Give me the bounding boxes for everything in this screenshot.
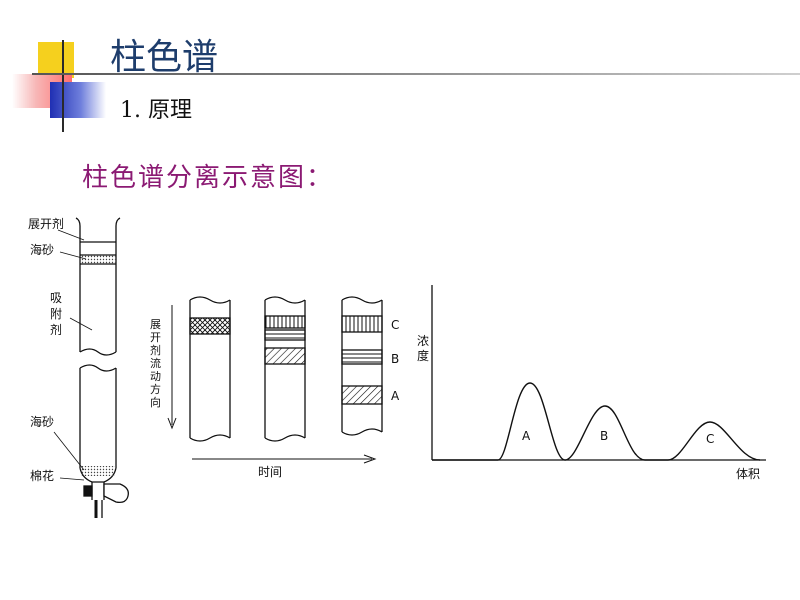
- slide-subtitle: 1. 原理: [120, 98, 192, 123]
- band-mixed: [189, 317, 231, 335]
- decor-yellow-square: [38, 42, 74, 78]
- column-apparatus: [53, 217, 129, 518]
- band-label-b: B: [391, 352, 399, 366]
- slide-title: 柱色谱: [110, 37, 219, 78]
- decor-blue-square: [50, 82, 106, 118]
- band-c: [341, 315, 383, 333]
- section-heading: 柱色谱分离示意图：: [82, 163, 335, 193]
- column-t2: [264, 296, 306, 442]
- label-cotton: 棉花: [30, 468, 54, 483]
- stopcock-handle: [103, 483, 129, 504]
- label-sand-bottom: 海砂: [30, 414, 54, 429]
- label-adsorbent-3: 剂: [50, 322, 62, 337]
- ylabel-char-2: 度: [417, 348, 429, 363]
- band-b: [341, 349, 383, 365]
- label-adsorbent-2: 附: [50, 307, 62, 321]
- flow-char-2: 开: [150, 331, 161, 344]
- label-solvent: 展开剂: [28, 216, 64, 231]
- band-label-c: C: [391, 318, 399, 332]
- ylabel-char-1: 浓: [417, 334, 429, 348]
- decor-vertical-line: [62, 40, 64, 132]
- label-adsorbent-1: 吸: [50, 291, 62, 305]
- column-upper-right-wall: [115, 217, 121, 352]
- band-a: [341, 385, 383, 405]
- flow-char-5: 动: [150, 370, 161, 383]
- peak-label-a: A: [522, 429, 531, 443]
- column-upper-left-wall: [75, 217, 81, 352]
- peak-label-c: C: [706, 432, 714, 446]
- elution-curve: [431, 285, 766, 461]
- column-t3: [341, 296, 383, 436]
- concentration-curve: [432, 382, 761, 461]
- flow-char-6: 方: [150, 382, 161, 396]
- band-label-a: A: [391, 389, 400, 403]
- sand-top-layer: [80, 255, 116, 264]
- flow-char-3: 剂: [150, 343, 161, 357]
- label-sand-top: 海砂: [30, 242, 54, 257]
- time-label: 时间: [258, 465, 282, 479]
- stopcock-left: [83, 485, 93, 497]
- sand-bottom-layer: [81, 466, 115, 476]
- xlabel: 体积: [736, 467, 760, 481]
- flow-char-7: 向: [150, 395, 161, 409]
- column-upper-break: [79, 348, 117, 356]
- column-lower-break: [79, 364, 117, 372]
- flow-char-1: 展: [150, 318, 161, 331]
- peak-label-b: B: [600, 429, 608, 443]
- column-t1: [189, 296, 231, 442]
- time-series-columns: [167, 296, 383, 464]
- decor-horizontal-line: [32, 73, 800, 75]
- flow-char-4: 流: [150, 356, 161, 370]
